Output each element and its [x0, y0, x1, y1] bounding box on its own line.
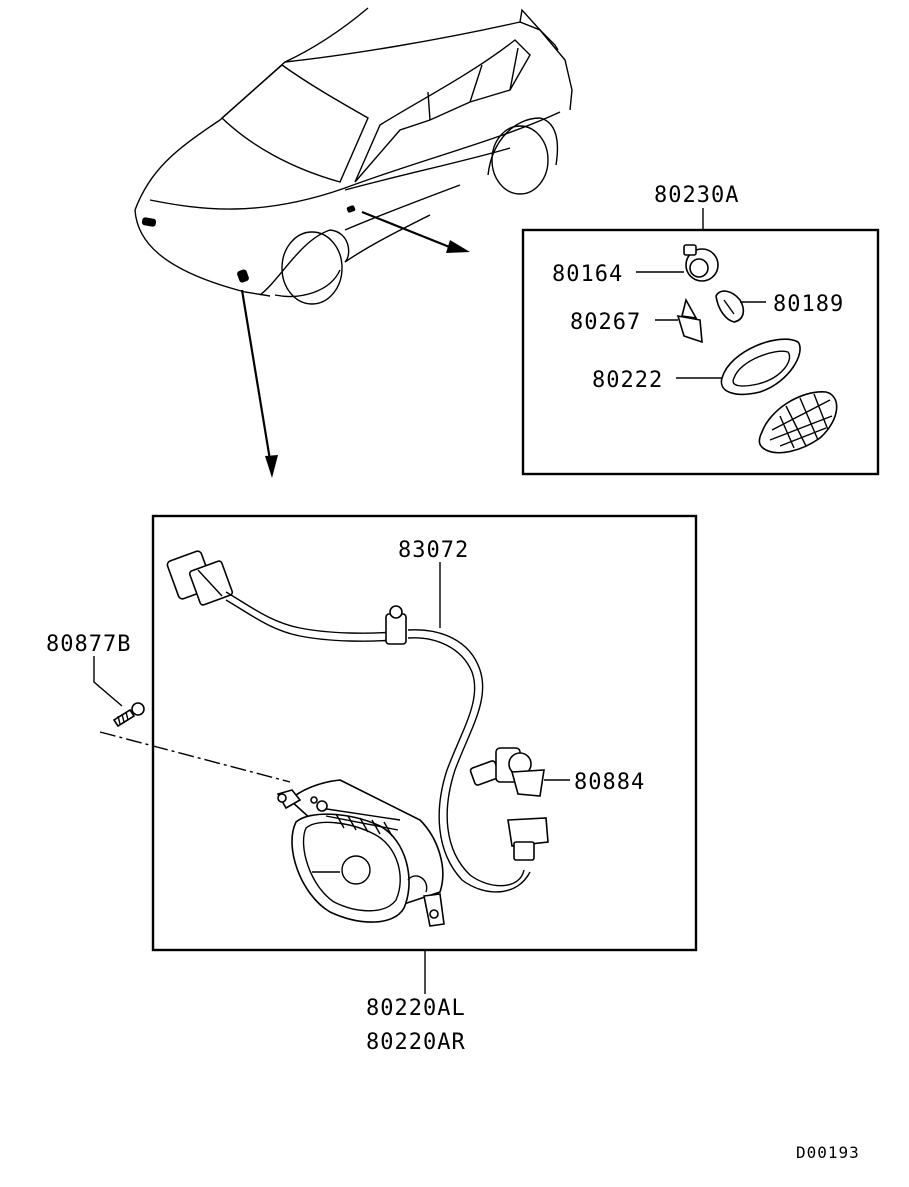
small-bulb-part: [715, 290, 745, 323]
label-80884: 80884: [574, 770, 645, 795]
label-80220AR: 80220AR: [366, 1030, 466, 1055]
socket-part: [683, 244, 719, 282]
harness-connector: [166, 550, 234, 606]
label-83072: 83072: [398, 538, 469, 563]
fog-bulb-part: [469, 747, 545, 797]
screw-group: 80877B: [46, 632, 145, 728]
fog-lamp-group: 83072 80884: [99, 514, 698, 952]
label-80230A: 80230A: [654, 183, 739, 208]
label-80164: 80164: [552, 262, 623, 287]
label-80267: 80267: [570, 310, 641, 335]
side-lamp-group: 80230A 80164 80189 80267 80222: [521, 183, 880, 476]
clip-part: [676, 297, 703, 344]
side-lamp-lens: [758, 391, 838, 454]
fog-lamp-labels: 80220AL 80220AR: [366, 950, 466, 1055]
side-lamp-box: [521, 228, 880, 476]
label-80189: 80189: [773, 292, 844, 317]
label-80877B: 80877B: [46, 632, 131, 657]
drawing-code: D00193: [796, 1143, 860, 1162]
wire-clip: [385, 605, 407, 645]
gasket-part: [720, 338, 801, 396]
vehicle-illustration: [134, 7, 573, 305]
label-80222: 80222: [592, 368, 663, 393]
label-80220AL: 80220AL: [366, 996, 466, 1021]
fog-connector: [507, 817, 549, 861]
fog-lamp-housing: [276, 779, 445, 927]
pointer-arrows: [240, 210, 470, 478]
screw-part: [112, 702, 145, 728]
